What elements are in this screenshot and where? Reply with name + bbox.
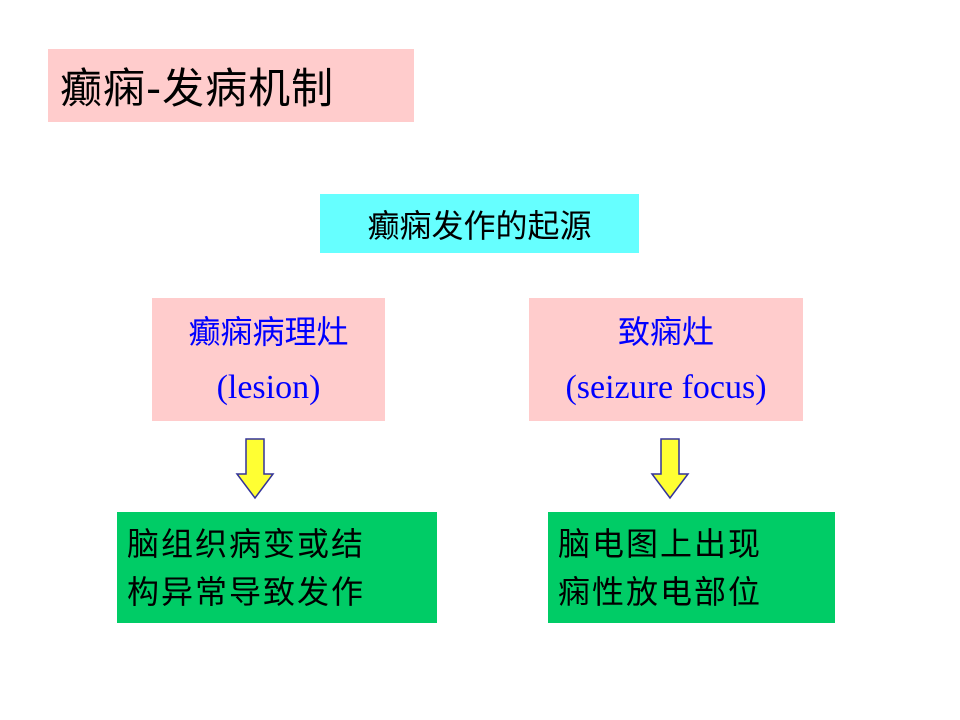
seizure-focus-result-line-2: 痫性放电部位 xyxy=(558,572,763,611)
down-arrow-icon xyxy=(235,438,275,500)
seizure-focus-result-line-1: 脑电图上出现 xyxy=(558,524,763,563)
lesion-result-line-2: 构异常导致发作 xyxy=(127,572,366,611)
lesion-name-en: (lesion) xyxy=(216,368,321,406)
down-arrow-icon xyxy=(650,438,690,500)
origin-label: 癫痫发作的起源 xyxy=(367,206,592,245)
slide-title: 癫痫-发病机制 xyxy=(60,64,335,113)
lesion-result-box: 脑组织病变或结 构异常导致发作 xyxy=(117,512,437,623)
origin-box: 癫痫发作的起源 xyxy=(320,194,639,253)
lesion-result-line-1: 脑组织病变或结 xyxy=(127,524,366,563)
slide-title-box: 癫痫-发病机制 xyxy=(48,49,414,122)
seizure-focus-name-cn: 致痫灶 xyxy=(617,312,714,351)
lesion-box: 癫痫病理灶 (lesion) xyxy=(152,298,385,421)
seizure-focus-result-box: 脑电图上出现 痫性放电部位 xyxy=(548,512,835,623)
lesion-name-cn: 癫痫病理灶 xyxy=(188,312,349,351)
seizure-focus-name-en: (seizure focus) xyxy=(565,368,767,406)
seizure-focus-box: 致痫灶 (seizure focus) xyxy=(529,298,803,421)
